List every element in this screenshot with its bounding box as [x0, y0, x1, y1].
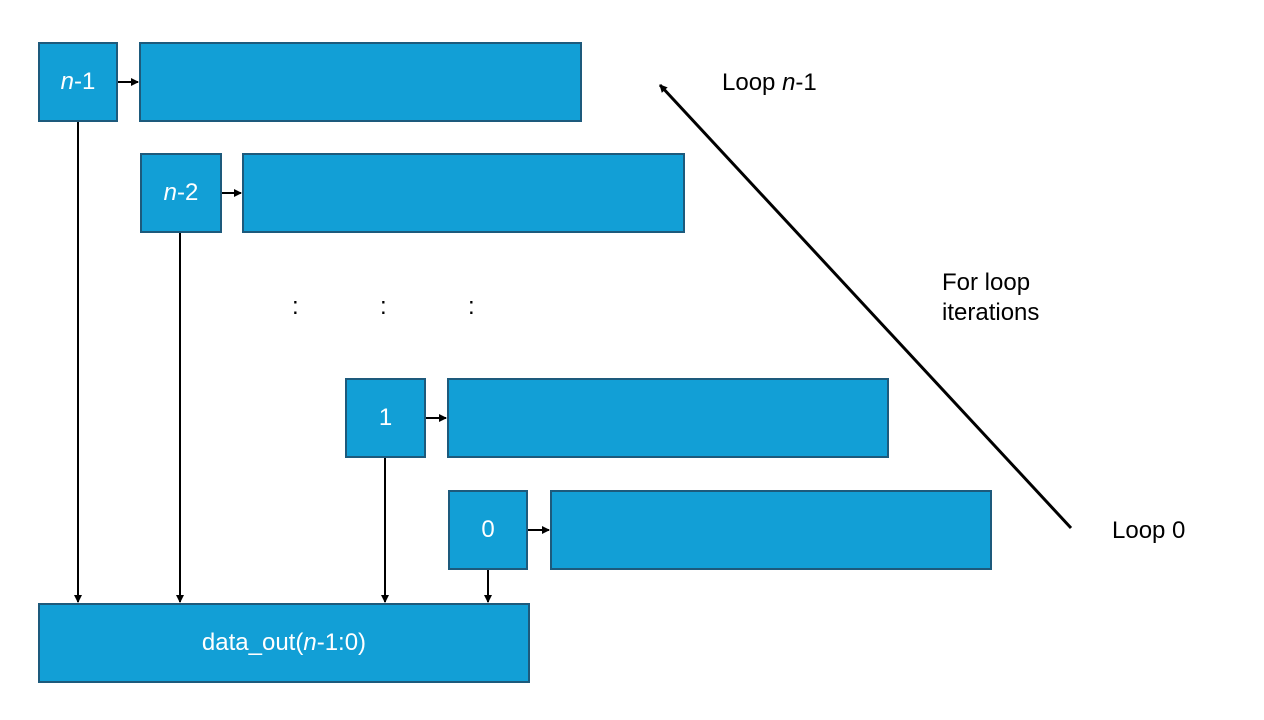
iteration-block-0	[550, 490, 992, 570]
iteration-block-n-2	[242, 153, 685, 233]
iteration-block-n-1	[139, 42, 582, 122]
loop-direction-label: For loop iterations	[942, 269, 1040, 326]
iteration-index-n-1: n-1	[38, 42, 118, 122]
ellipsis-dot: :	[468, 293, 475, 320]
ellipsis-dot: :	[292, 293, 299, 320]
iteration-block-1	[447, 378, 889, 458]
ellipsis-dot: :	[380, 293, 387, 320]
iteration-index-0: 0	[448, 490, 528, 570]
iteration-index-1: 1	[345, 378, 426, 458]
data-out-block: data_out(n-1:0)	[38, 603, 530, 683]
loop-direction-arrow	[658, 83, 1073, 530]
iteration-index-n-2: n-2	[140, 153, 222, 233]
loop-bottom-label: Loop 0	[1112, 517, 1186, 544]
loop-top-label: Loop n-1	[722, 69, 817, 96]
